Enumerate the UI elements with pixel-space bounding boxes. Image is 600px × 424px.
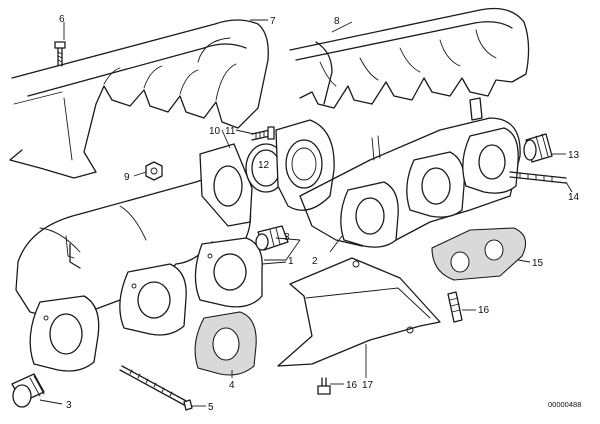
stud-14: [509, 171, 567, 184]
drawing-number: 00000488: [548, 400, 581, 409]
nut-9: [145, 161, 163, 181]
sensor-3-left: [11, 373, 45, 408]
gasket-4: [194, 311, 257, 376]
callout-14: 14: [568, 192, 580, 203]
callout-8: 8: [334, 16, 340, 27]
callout-3-middle: 3: [284, 232, 290, 243]
callout-17: 17: [362, 380, 374, 391]
stud-5: [119, 365, 193, 411]
callout-16: 16: [478, 305, 490, 316]
heat-shield-right: [289, 7, 530, 109]
callout-16-bottom: 16: [346, 380, 358, 391]
flange-10: [199, 143, 253, 227]
sensor-13: [523, 133, 553, 163]
callout-4: 4: [229, 380, 235, 391]
bolt-11: [251, 126, 275, 141]
callout-5: 5: [208, 402, 214, 413]
callout-labels: 1 2 3 3 4 5 6 7 8 9 10 11 12 13 14 15 16…: [59, 14, 580, 413]
callout-3-left: 3: [66, 400, 72, 411]
callout-1: 1: [288, 256, 294, 267]
gasket-12: [245, 143, 287, 193]
callout-10: 10: [209, 126, 221, 137]
callout-12: 12: [258, 160, 270, 171]
callout-2: 2: [312, 256, 318, 267]
exhaust-manifold-right: [299, 97, 521, 248]
callout-9: 9: [124, 172, 130, 183]
bolt-6: [54, 41, 66, 67]
bolt-16-bottom: [317, 377, 331, 395]
outlet-pipe: [275, 119, 335, 211]
gasket-15: [431, 227, 527, 281]
sensor-3-middle: [255, 225, 289, 251]
callout-15: 15: [532, 258, 544, 269]
leader-lines: [39, 19, 573, 407]
heat-shield-plate-17: [277, 257, 441, 367]
callout-11: 11: [225, 126, 236, 137]
bolt-16: [447, 291, 463, 323]
callout-13: 13: [568, 150, 580, 161]
callout-7: 7: [270, 16, 276, 27]
heat-shield-left: [9, 19, 269, 179]
callout-6: 6: [59, 14, 65, 25]
exhaust-manifold-left: [15, 176, 263, 372]
